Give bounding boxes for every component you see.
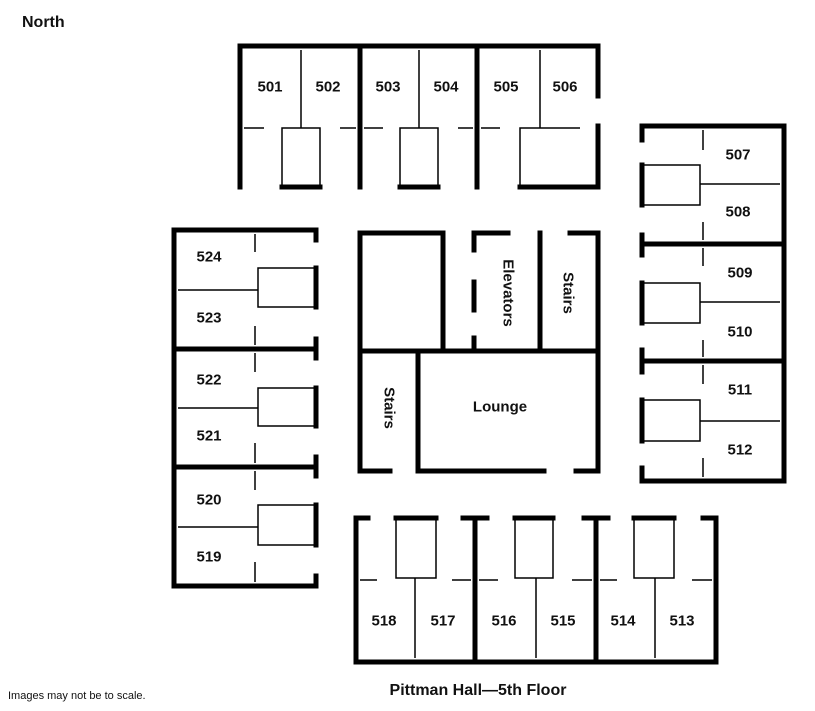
room-label-503: 503	[375, 78, 401, 96]
room-label-513: 513	[669, 612, 695, 630]
room-label-505: 505	[493, 78, 519, 96]
elevators-label: Elevators	[499, 259, 517, 327]
room-label-512: 512	[727, 441, 753, 459]
compass-label: North	[22, 14, 65, 31]
room-label-514: 514	[610, 612, 636, 630]
room-label-515: 515	[550, 612, 576, 630]
walls	[171, 43, 787, 665]
room-partitions	[178, 50, 780, 658]
room-label-521: 521	[196, 427, 222, 445]
room-label-511: 511	[727, 381, 753, 399]
room-label-524: 524	[196, 248, 222, 266]
scale-note: Images may not be to scale.	[8, 690, 146, 702]
room-label-508: 508	[725, 203, 751, 221]
stairs-west-label: Stairs	[380, 387, 398, 429]
room-label-516: 516	[491, 612, 517, 630]
room-label-519: 519	[196, 548, 222, 566]
room-label-507: 507	[725, 146, 751, 164]
room-label-502: 502	[315, 78, 341, 96]
room-label-522: 522	[196, 371, 222, 389]
room-label-506: 506	[552, 78, 578, 96]
room-label-504: 504	[433, 78, 459, 96]
lounge-label: Lounge	[472, 398, 528, 416]
room-label-520: 520	[196, 491, 222, 509]
room-label-501: 501	[257, 78, 283, 96]
floor-title: Pittman Hall—5th Floor	[389, 682, 567, 699]
room-label-518: 518	[371, 612, 397, 630]
room-label-509: 509	[727, 264, 753, 282]
room-label-517: 517	[430, 612, 456, 630]
room-label-510: 510	[727, 323, 753, 341]
stairs-east-label: Stairs	[559, 272, 577, 314]
room-label-523: 523	[196, 309, 222, 327]
